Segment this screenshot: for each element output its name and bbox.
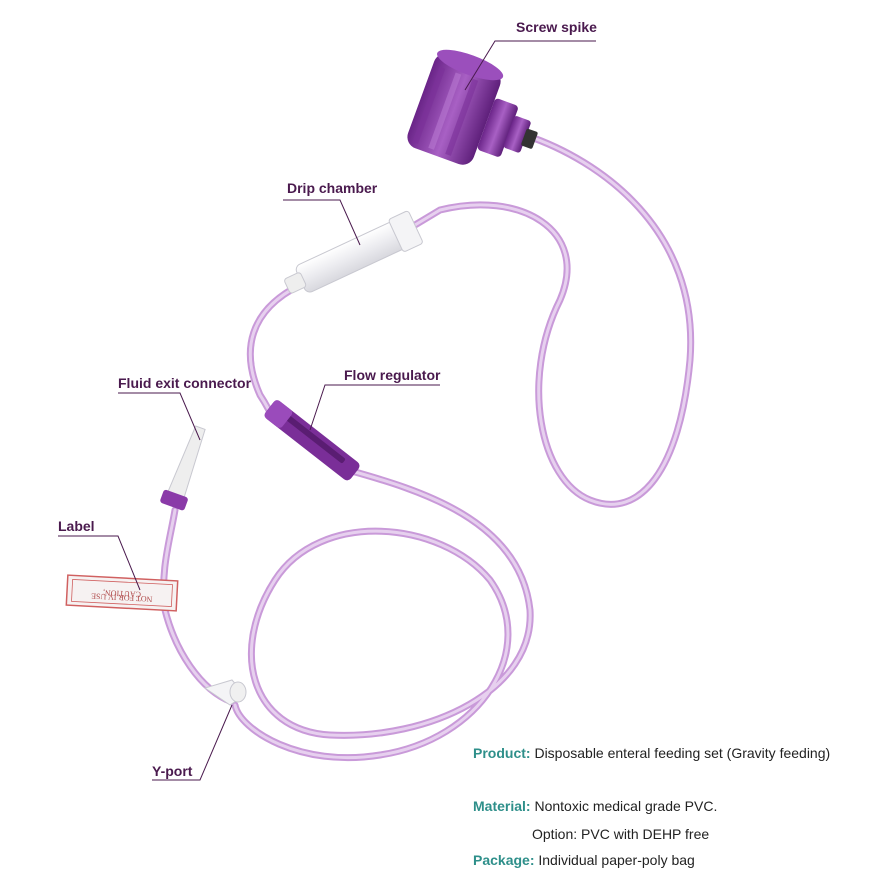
label-screw-spike: Screw spike	[516, 19, 597, 35]
fluid-exit-connector	[160, 425, 206, 511]
label-label: Label	[58, 518, 95, 534]
spec-material-value: Nontoxic medical grade PVC.	[534, 798, 718, 814]
spec-package: Package: Individual paper-poly bag	[473, 852, 695, 868]
label-flow-regulator: Flow regulator	[344, 367, 441, 383]
tag-text-line1: CAUTION,	[103, 588, 141, 599]
spec-product: Product: Disposable enteral feeding set …	[473, 745, 830, 761]
spec-material-key: Material:	[473, 798, 531, 814]
tag-text-line2: NOT FOR IV USE	[91, 591, 153, 603]
spec-product-value: Disposable enteral feeding set (Gravity …	[534, 745, 831, 761]
label-tag: CAUTION, NOT FOR IV USE	[65, 574, 179, 612]
drip-chamber	[284, 210, 423, 294]
screw-spike	[407, 49, 538, 165]
spec-package-value: Individual paper-poly bag	[538, 852, 695, 868]
y-port	[203, 679, 247, 706]
spec-option: Option: PVC with DEHP free	[532, 826, 709, 842]
leader-lines	[58, 40, 596, 781]
label-fluid-exit-connector: Fluid exit connector	[118, 375, 252, 391]
spec-package-key: Package:	[473, 852, 535, 868]
spec-material: Material: Nontoxic medical grade PVC.	[473, 798, 717, 814]
flow-regulator	[264, 400, 360, 481]
label-drip-chamber: Drip chamber	[287, 180, 378, 196]
spec-option-value: Option: PVC with DEHP free	[532, 826, 710, 842]
tubing	[160, 131, 695, 762]
label-y-port: Y-port	[152, 763, 193, 779]
spec-product-key: Product:	[473, 745, 531, 761]
